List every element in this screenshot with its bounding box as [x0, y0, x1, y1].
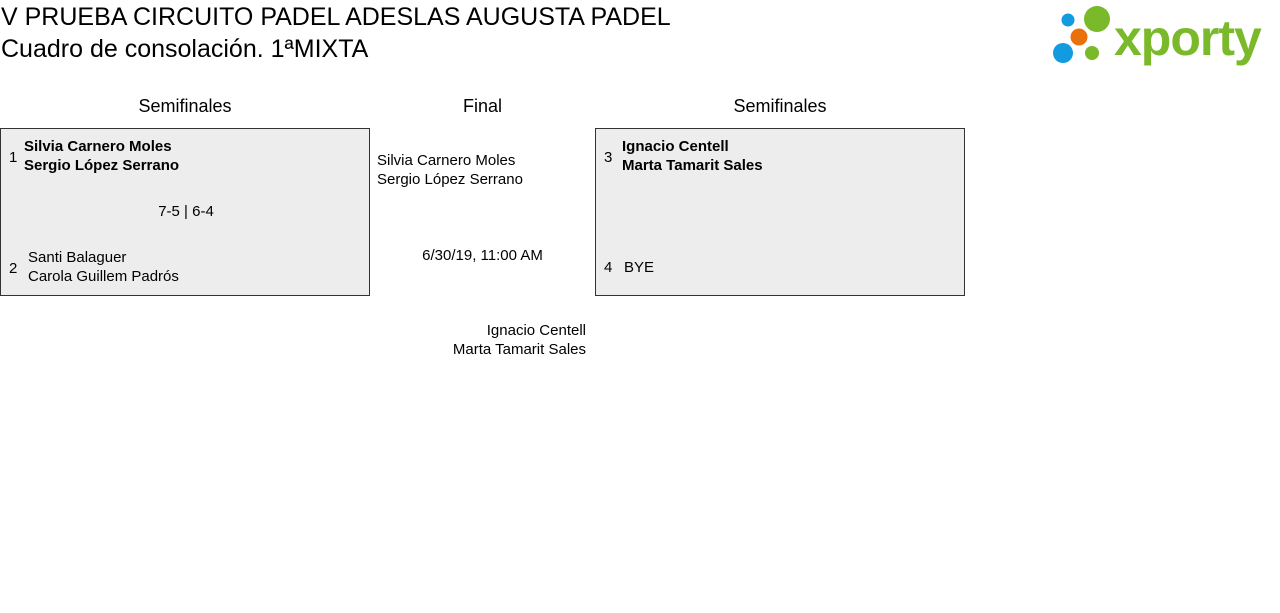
seed-number: 4: [604, 259, 613, 276]
xporty-logo: xporty: [1050, 4, 1276, 68]
match-score: 7-5 | 6-4: [158, 203, 214, 220]
final-team-1[interactable]: Silvia Carnero Moles Sergio López Serran…: [377, 151, 523, 189]
team-player: Silvia Carnero Moles: [377, 152, 516, 169]
team-player: Silvia Carnero Moles: [24, 138, 172, 155]
svg-text:xporty: xporty: [1114, 10, 1262, 66]
column-header-semifinals-left: Semifinales: [138, 96, 232, 116]
seed-number: 2: [9, 260, 18, 277]
seed-number: 1: [9, 149, 18, 166]
team-player: Sergio López Serrano: [24, 157, 180, 174]
final-datetime: 6/30/19, 11:00 AM: [422, 247, 543, 264]
bye-label: BYE: [624, 259, 655, 276]
draw-subtitle: Cuadro de consolación. 1ªMIXTA: [1, 35, 369, 63]
seed-number: 3: [604, 149, 613, 166]
column-header-final: Final: [462, 96, 502, 116]
team-player: Sergio López Serrano: [377, 171, 523, 188]
team-player: Marta Tamarit Sales: [452, 341, 586, 358]
team-player: Marta Tamarit Sales: [622, 157, 763, 174]
team-player: Ignacio Centell: [622, 138, 729, 155]
tournament-title: V PRUEBA CIRCUITO PADEL ADESLAS AUGUSTA …: [1, 3, 671, 31]
team-player: Santi Balaguer: [28, 249, 127, 266]
column-header-semifinals-right: Semifinales: [733, 96, 827, 116]
match-card-semifinal-2[interactable]: 3 Ignacio Centell Marta Tamarit Sales 4 …: [595, 128, 965, 296]
match-card-semifinal-1[interactable]: 1 Silvia Carnero Moles Sergio López Serr…: [0, 128, 370, 296]
final-team-2[interactable]: Ignacio Centell Marta Tamarit Sales: [380, 321, 586, 359]
team-player: Ignacio Centell: [486, 322, 586, 339]
team-player: Carola Guillem Padrós: [28, 268, 179, 285]
